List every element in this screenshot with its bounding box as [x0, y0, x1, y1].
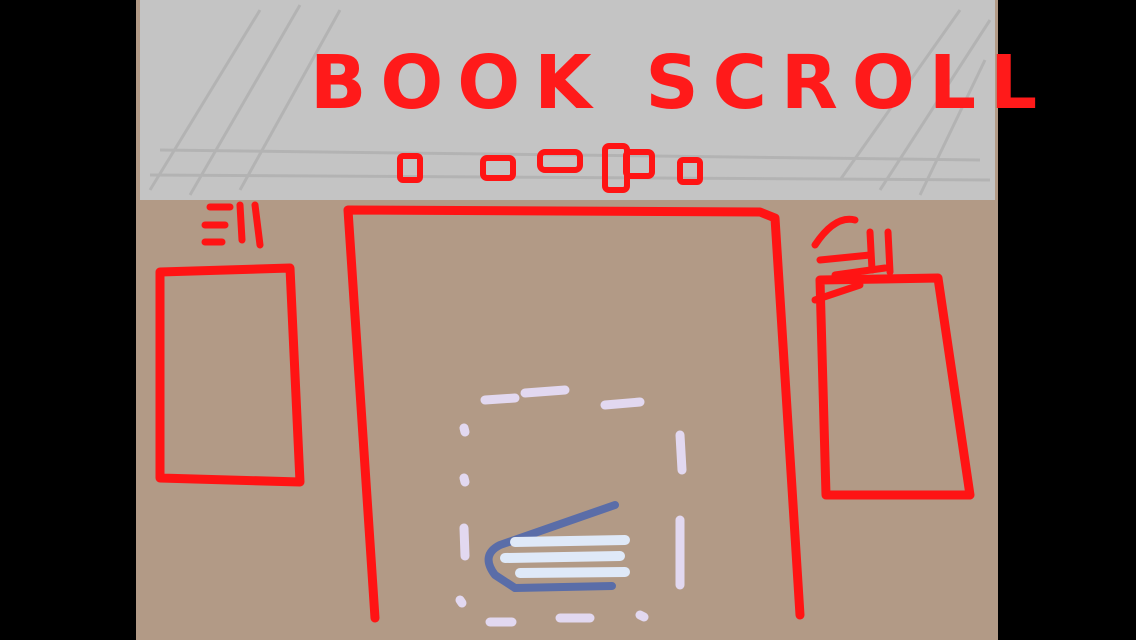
gesture-area[interactable]: [455, 385, 687, 627]
header-bar: [140, 0, 995, 200]
page-dot-5[interactable]: [623, 149, 655, 179]
left-page-card[interactable]: [155, 263, 305, 487]
page-dot-6[interactable]: [677, 157, 703, 185]
right-frame: [990, 0, 1136, 640]
page-dot-1[interactable]: [397, 153, 423, 183]
page-indicator[interactable]: [397, 143, 703, 193]
page-dot-3[interactable]: [537, 149, 583, 173]
title-text: BOOK SCROLL: [310, 40, 1051, 126]
left-frame: [0, 0, 150, 640]
center-page-card[interactable]: [343, 205, 805, 623]
left-page-peek-icon: [201, 201, 264, 249]
right-page-card[interactable]: [815, 273, 975, 500]
swipe-hand-icon: [484, 501, 630, 592]
page-dot-2[interactable]: [480, 155, 516, 181]
right-page-peek-icon: [811, 215, 894, 304]
